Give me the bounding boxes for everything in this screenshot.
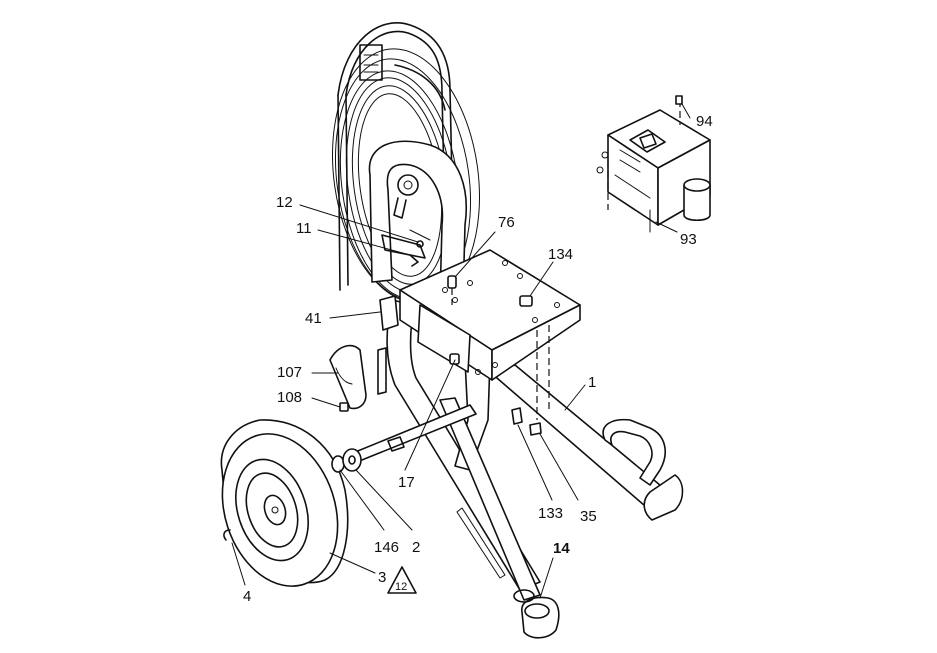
callout-14: 14: [553, 540, 570, 557]
leader-lines: [231, 103, 691, 599]
callout-3: 3: [378, 569, 386, 586]
callout-35: 35: [580, 508, 597, 525]
callout-134: 134: [548, 246, 573, 263]
callout-2: 2: [412, 539, 420, 556]
warning-ref-number: 12: [395, 581, 407, 593]
wheel: [220, 419, 362, 587]
callout-11: 11: [296, 220, 312, 237]
callout-76: 76: [498, 214, 515, 231]
callout-94: 94: [696, 113, 713, 130]
warning-triangle: [387, 566, 417, 594]
callout-41: 41: [305, 310, 322, 327]
callout-17: 17: [398, 474, 415, 491]
control-box: [596, 95, 711, 233]
callout-labels: 94 93 12 11 76 134 41 107 108 1 17 133 3…: [243, 113, 713, 605]
callout-108: 108: [277, 389, 302, 406]
callout-107: 107: [277, 364, 302, 381]
hub-bracket: [329, 344, 387, 412]
callout-146: 146: [374, 539, 399, 556]
mounting-plate: [379, 249, 581, 420]
screw-hardware: [409, 240, 424, 267]
callout-1: 1: [588, 374, 596, 391]
callout-4: 4: [243, 588, 251, 605]
fasteners-133-35: [511, 407, 542, 436]
callout-93: 93: [680, 231, 697, 248]
cart-frame: [347, 299, 684, 639]
callout-133: 133: [538, 505, 563, 522]
callout-12: 12: [276, 194, 293, 211]
